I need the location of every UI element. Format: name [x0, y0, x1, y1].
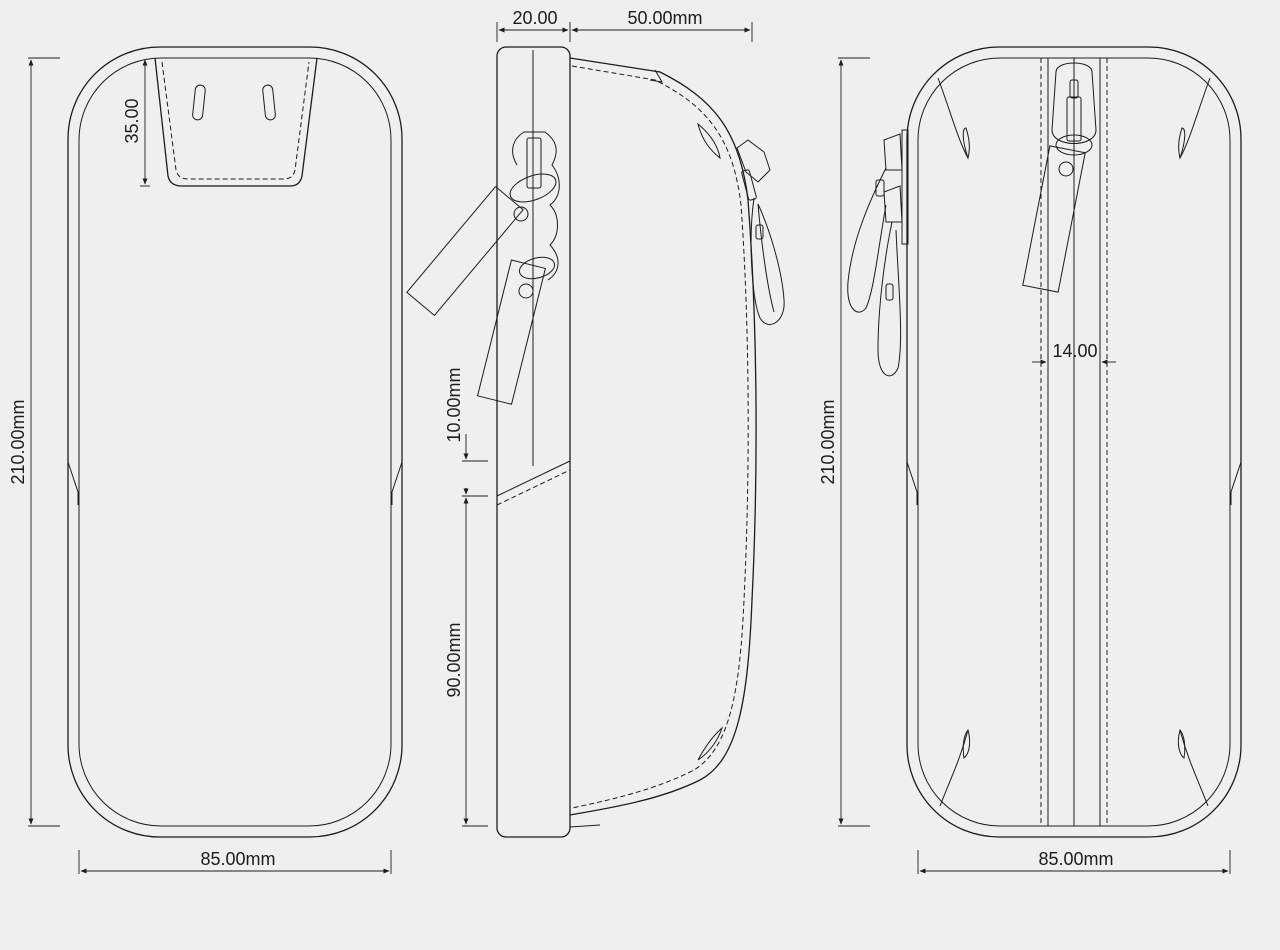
back-corner-br — [1179, 729, 1209, 807]
back-height-label: 210.00mm — [818, 399, 838, 484]
front-panel-label: 35.00 — [122, 98, 142, 143]
back-side-clip-1 — [875, 179, 885, 197]
side-puller-loop — [750, 197, 785, 325]
front-outer-body — [67, 46, 403, 838]
back-left-notch — [906, 461, 918, 505]
back-slider-body — [1051, 62, 1097, 144]
back-eyelet-bl — [962, 728, 971, 759]
side-bulge-stitch — [571, 65, 749, 809]
back-side-strip — [901, 129, 909, 245]
back-side-slider-1 — [883, 133, 903, 171]
front-left-notch — [67, 461, 79, 505]
back-slider-ring — [1055, 134, 1093, 156]
side-handle-label: 50.00mm — [627, 8, 702, 28]
side-slider-bar — [526, 137, 542, 189]
back-side-loop-2 — [877, 221, 902, 377]
side-puller-shank — [741, 169, 757, 201]
front-top-panel-stitch — [161, 61, 310, 180]
side-eyelet-top — [697, 122, 721, 160]
back-right-notch — [1230, 461, 1242, 505]
side-upper-label: 10.00mm — [444, 367, 464, 442]
side-tab-1-hole — [513, 206, 529, 222]
side-puller-tab-1 — [406, 185, 524, 317]
side-panel-stitch — [496, 469, 571, 506]
back-zip-label: 14.00 — [1052, 341, 1097, 361]
side-panel-seam — [496, 460, 571, 497]
side-puller-tab-2 — [476, 259, 547, 405]
back-slider-top — [1069, 79, 1079, 99]
back-side-clip-2 — [885, 283, 894, 301]
side-slider-ring-2 — [518, 256, 556, 280]
side-tab-2-hole — [518, 283, 534, 299]
side-lower-label: 90.00mm — [444, 622, 464, 697]
back-side-loop-1 — [847, 167, 887, 313]
front-right-notch — [391, 461, 403, 505]
side-top-tab — [649, 69, 663, 83]
back-eyelet-tr — [1178, 127, 1186, 160]
front-width-label: 85.00mm — [200, 849, 275, 869]
back-slider-bar — [1066, 96, 1082, 142]
back-puller-hole — [1058, 161, 1074, 177]
front-height-label: 210.00mm — [8, 399, 28, 484]
back-corner-bl — [939, 729, 969, 807]
back-corner-tl — [937, 77, 969, 159]
front-view: 210.00mm 35.00 85.00mm — [8, 46, 403, 874]
side-puller-loop-inner — [757, 203, 775, 313]
back-view: 210.00mm 14.00 85.00mm — [818, 46, 1242, 874]
side-spine — [496, 46, 571, 838]
front-top-panel — [154, 57, 318, 187]
side-view: 20.00 50.00mm 10.00mm 90.00mm — [406, 8, 785, 838]
front-slot-right — [262, 84, 276, 121]
side-puller-clip — [755, 224, 764, 240]
side-eyelet-bottom — [697, 726, 724, 761]
side-bulge-outer — [569, 57, 757, 816]
back-side-slider-2 — [883, 185, 903, 223]
back-eyelet-tl — [962, 127, 970, 160]
back-outer-body — [906, 46, 1242, 838]
back-puller-tab — [1022, 145, 1086, 293]
side-slider-body — [512, 131, 560, 281]
back-eyelet-br — [1177, 728, 1186, 759]
side-slider-ring — [509, 173, 557, 203]
front-inner-seam — [78, 57, 392, 827]
back-corner-tr — [1179, 77, 1211, 159]
side-puller-head — [736, 139, 771, 183]
side-bottom-join — [569, 824, 601, 828]
front-slot-left — [192, 84, 206, 121]
back-width-label: 85.00mm — [1038, 849, 1113, 869]
side-depth-label: 20.00 — [512, 8, 557, 28]
